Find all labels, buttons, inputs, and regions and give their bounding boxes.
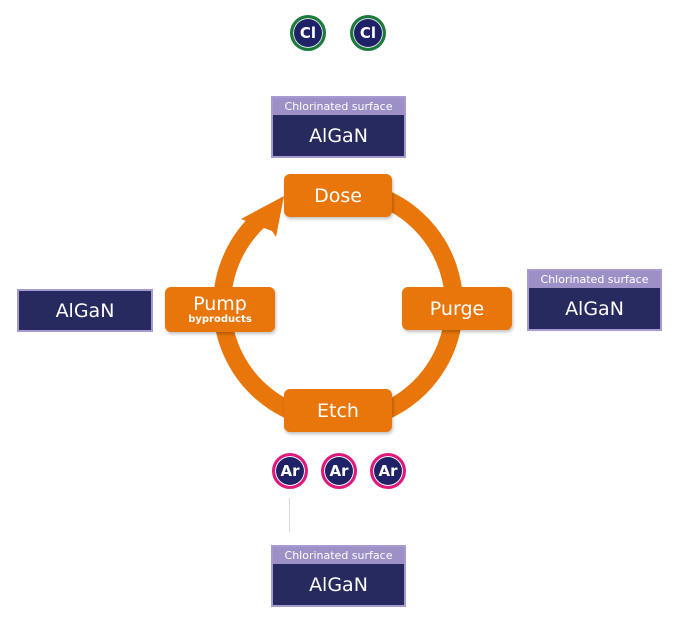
faint-line (289, 498, 290, 532)
chlorine-atom: Cl (290, 15, 326, 51)
step-dose: Dose (284, 174, 392, 217)
sample-top: Chlorinated surface AlGaN (271, 96, 406, 158)
sample-label: Chlorinated surface (284, 100, 393, 113)
sample-right: Chlorinated surface AlGaN (527, 269, 662, 331)
sample-left: AlGaN (17, 289, 153, 332)
step-label: Pump (193, 293, 247, 315)
atom-symbol: Ar (329, 462, 349, 480)
atom-symbol: Ar (280, 462, 300, 480)
sample-material: AlGaN (19, 291, 151, 330)
atom-symbol: Cl (299, 24, 317, 42)
step-label: Dose (314, 184, 362, 207)
sample-material: AlGaN (273, 564, 404, 605)
argon-atom: Ar (321, 453, 357, 489)
step-purge: Purge (402, 287, 512, 330)
atom-symbol: Ar (378, 462, 398, 480)
argon-atom: Ar (370, 453, 406, 489)
step-label: Etch (317, 399, 359, 422)
step-etch: Etch (284, 389, 392, 432)
chlorine-atom: Cl (350, 15, 386, 51)
step-label: Purge (429, 297, 485, 320)
step-sublabel: byproducts (188, 314, 252, 325)
sample-material: AlGaN (273, 115, 404, 156)
argon-atom: Ar (272, 453, 308, 489)
sample-bottom: Chlorinated surface AlGaN (271, 545, 406, 607)
sample-label: Chlorinated surface (540, 273, 649, 286)
step-pump: Pump byproducts (165, 287, 275, 332)
cycle-arrowhead-icon (241, 196, 284, 237)
sample-material: AlGaN (529, 288, 660, 329)
atom-symbol: Cl (359, 24, 377, 42)
sample-label: Chlorinated surface (284, 549, 393, 562)
